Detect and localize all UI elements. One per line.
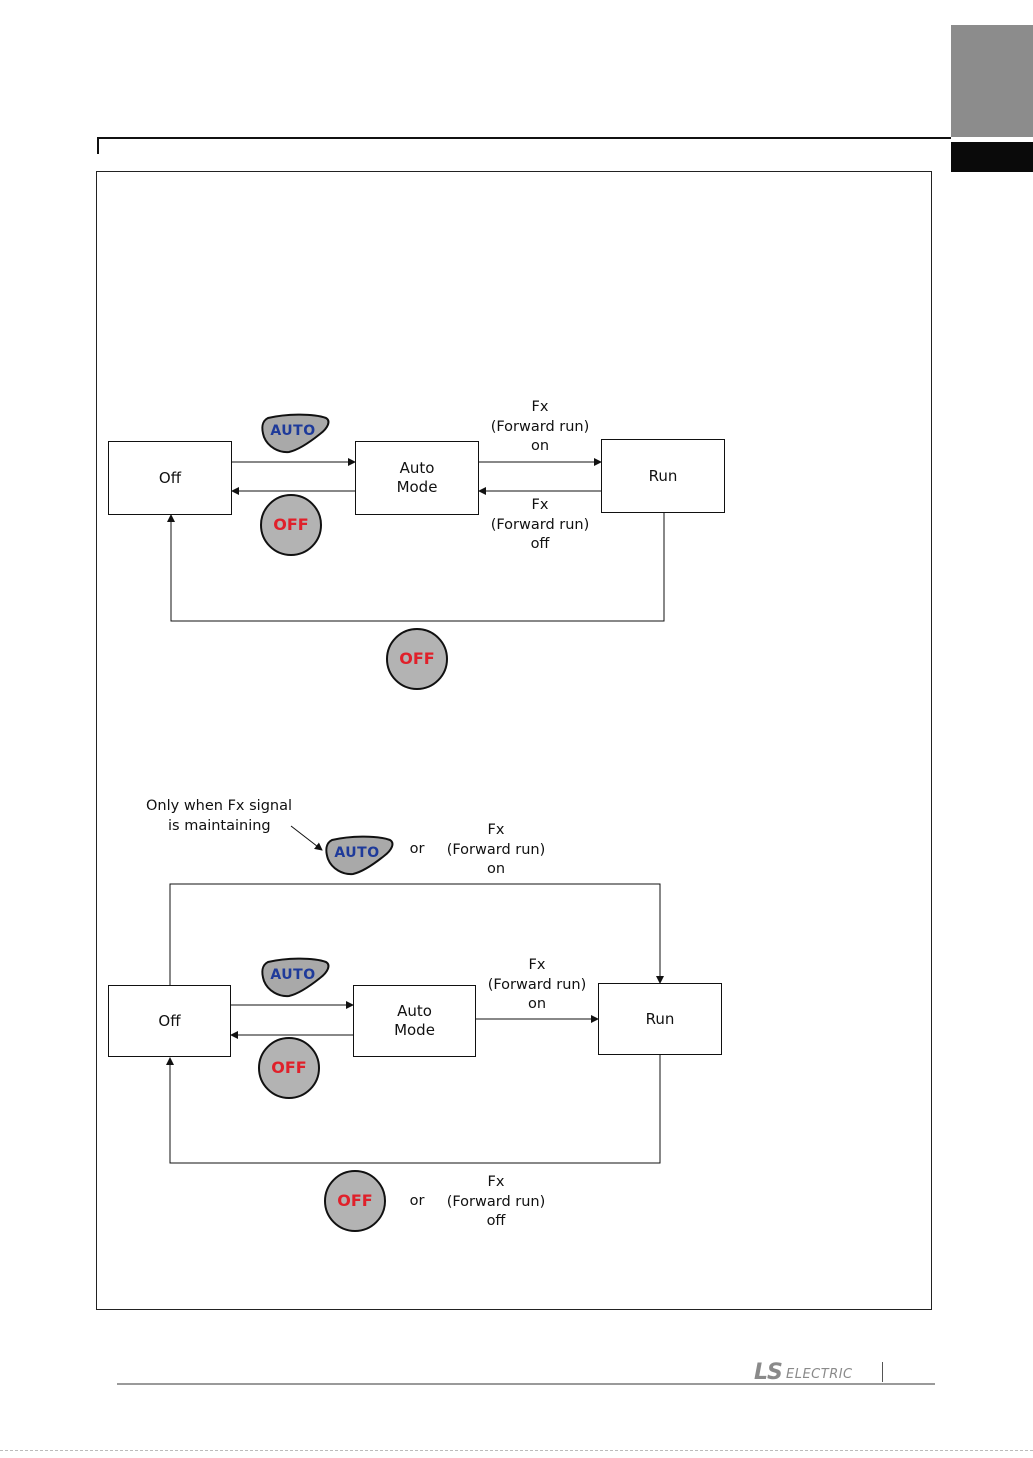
- d2-arrow-run-to-off: [170, 1055, 660, 1163]
- d2-state-off-label: Off: [158, 1012, 180, 1031]
- d1-state-run: Run: [601, 439, 725, 513]
- d2-state-auto-line2: Mode: [394, 1021, 435, 1040]
- d2-fx-on-line2: (Forward run): [467, 976, 607, 996]
- d2-note-line2: is maintaining: [140, 817, 300, 837]
- d2-auto-key-label: AUTO: [266, 966, 320, 986]
- d1-state-auto-line1: Auto: [400, 459, 435, 478]
- d2-fx-on-top-line2: (Forward run): [426, 841, 566, 861]
- d1-off-key-label: OFF: [261, 515, 321, 535]
- d1-state-run-label: Run: [649, 467, 678, 486]
- d2-fx-on-top-line3: on: [426, 860, 566, 880]
- d2-state-auto-line1: Auto: [397, 1002, 432, 1021]
- d1-fx-off-line3: off: [470, 535, 610, 555]
- d1-state-off: Off: [108, 441, 232, 515]
- d1-fx-on-line1: Fx: [470, 398, 610, 418]
- d2-fx-on-top-line1: Fx: [426, 821, 566, 841]
- d1-state-auto-mode: Auto Mode: [355, 441, 479, 515]
- footer-separator: [882, 1362, 883, 1382]
- d1-fx-off-label: Fx (Forward run) off: [470, 496, 610, 555]
- d1-fx-on-line3: on: [470, 437, 610, 457]
- d2-state-run-label: Run: [646, 1010, 675, 1029]
- d2-auto-key-top-label: AUTO: [330, 844, 384, 864]
- d1-auto-key-label: AUTO: [266, 422, 320, 442]
- d2-off-key-bottom-label: OFF: [325, 1191, 385, 1211]
- d2-note: Only when Fx signal is maintaining: [140, 797, 300, 836]
- d1-off-key-bottom-label: OFF: [387, 649, 447, 669]
- d2-fx-on-top-label: Fx (Forward run) on: [426, 821, 566, 880]
- d2-fx-on-line3: on: [467, 995, 607, 1015]
- d1-state-off-label: Off: [159, 469, 181, 488]
- logo-electric-text: ELECTRIC: [786, 1367, 853, 1382]
- d2-fx-on-label: Fx (Forward run) on: [467, 956, 607, 1015]
- d2-fx-on-line1: Fx: [467, 956, 607, 976]
- d2-fx-off-bottom-line1: Fx: [426, 1173, 566, 1193]
- d2-fx-off-bottom-line2: (Forward run): [426, 1193, 566, 1213]
- d2-note-line1: Only when Fx signal: [140, 797, 300, 817]
- d2-off-key-label: OFF: [259, 1058, 319, 1078]
- d2-state-run: Run: [598, 983, 722, 1055]
- d2-fx-off-bottom-label: Fx (Forward run) off: [426, 1173, 566, 1232]
- page-edge-dotted-line: [0, 1450, 1033, 1451]
- d1-fx-on-label: Fx (Forward run) on: [470, 398, 610, 457]
- logo-ls-text: LS: [754, 1360, 782, 1385]
- d1-fx-off-line1: Fx: [470, 496, 610, 516]
- footer-rule: [117, 1383, 935, 1385]
- d1-fx-on-line2: (Forward run): [470, 418, 610, 438]
- d1-state-auto-line2: Mode: [397, 478, 438, 497]
- d1-fx-off-line2: (Forward run): [470, 516, 610, 536]
- d2-state-auto-mode: Auto Mode: [353, 985, 476, 1057]
- d2-state-off: Off: [108, 985, 231, 1057]
- d2-fx-off-bottom-line3: off: [426, 1212, 566, 1232]
